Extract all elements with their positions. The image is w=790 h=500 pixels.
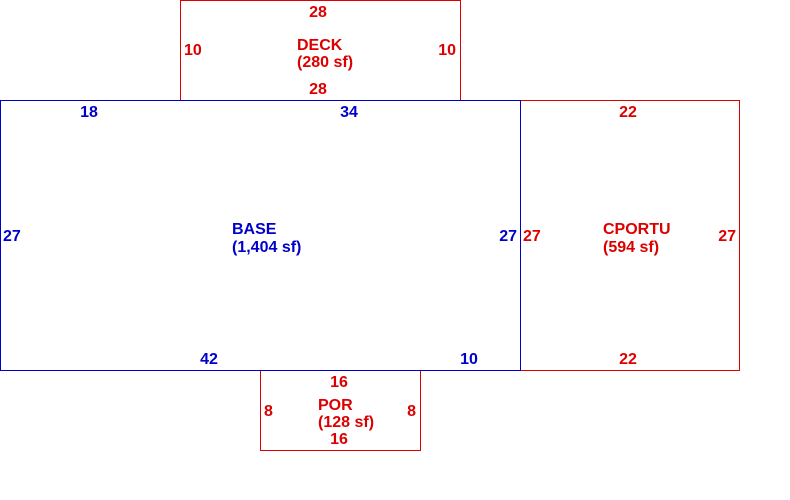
cportu-area-value: (594 sf)	[603, 239, 659, 256]
cportu-dim-bottom: 22	[619, 351, 637, 368]
base-area-value: (1,404 sf)	[232, 239, 301, 256]
por-dim-left: 8	[264, 403, 273, 420]
base-dim-right: 27	[499, 228, 517, 245]
base-dim-bottom-left: 42	[200, 351, 218, 368]
deck-area: 28 28 10 10 DECK (280 sf)	[180, 0, 461, 101]
deck-area-value: (280 sf)	[297, 54, 353, 71]
base-label: BASE	[232, 221, 277, 238]
base-dim-bottom-right: 10	[460, 351, 478, 368]
cportu-dim-right: 27	[718, 228, 736, 245]
base-outline	[0, 100, 521, 371]
cportu-dim-left: 27	[523, 228, 541, 245]
cportu-label: CPORTU	[603, 221, 671, 238]
por-area-value: (128 sf)	[318, 414, 374, 431]
deck-dim-right: 10	[438, 42, 456, 59]
deck-dim-bottom: 28	[309, 81, 327, 98]
base-dim-top-left: 18	[80, 104, 98, 121]
cportu-dim-top: 22	[619, 104, 637, 121]
por-dim-top: 16	[330, 374, 348, 391]
base-dim-top-right: 34	[340, 104, 358, 121]
base-dim-left: 27	[3, 228, 21, 245]
por-dim-right: 8	[407, 403, 416, 420]
por-area: 16 16 8 8 POR (128 sf)	[260, 370, 421, 451]
deck-dim-left: 10	[184, 42, 202, 59]
por-label: POR	[318, 397, 353, 414]
por-dim-bottom: 16	[330, 431, 348, 448]
cportu-area: 22 22 27 27 CPORTU (594 sf)	[520, 100, 740, 371]
deck-dim-top: 28	[309, 4, 327, 21]
base-area: 18 34 27 27 42 10 BASE (1,404 sf)	[0, 100, 521, 371]
deck-label: DECK	[297, 37, 343, 54]
